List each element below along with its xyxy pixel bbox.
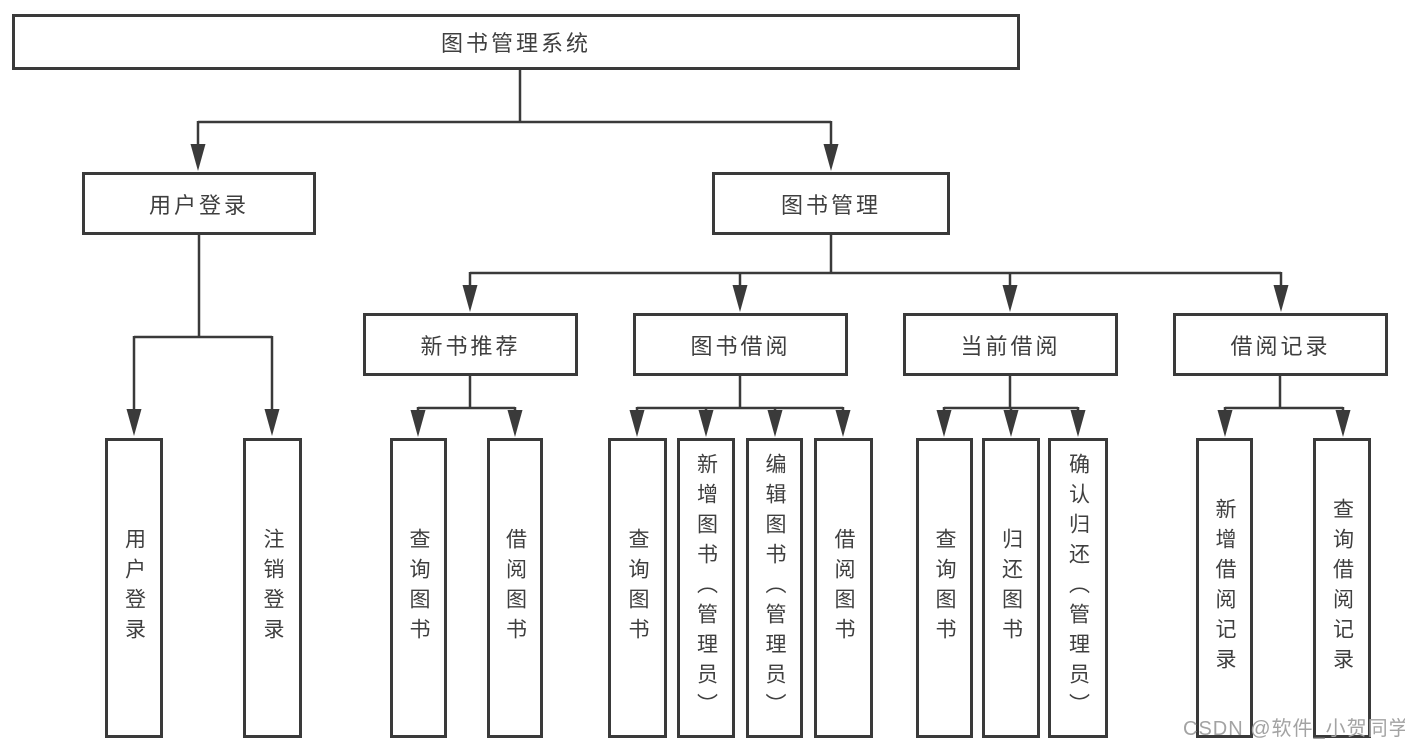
arrowhead-icon — [1335, 410, 1351, 437]
node-new-book-recommend: 新书推荐 — [363, 313, 578, 376]
arrowhead-icon — [126, 409, 142, 436]
arrowhead-icon — [1002, 285, 1018, 312]
node-label: 查询图书 — [407, 528, 430, 648]
node-label: 用户登录 — [148, 192, 249, 218]
node-label: 新书推荐 — [420, 333, 521, 359]
node-label: 查询图书 — [933, 528, 956, 648]
node-borrow-records: 借阅记录 — [1173, 313, 1388, 376]
node-label: 编辑图书（管理员） — [763, 453, 786, 723]
node-label: 当前借阅 — [960, 333, 1061, 359]
node-query-books-recommend: 查询图书 — [390, 438, 447, 738]
node-book-borrowing: 图书借阅 — [633, 313, 848, 376]
node-current-borrowing: 当前借阅 — [903, 313, 1118, 376]
node-label: 确认归还（管理员） — [1066, 453, 1090, 723]
arrowhead-icon — [190, 144, 206, 171]
node-label: 注销登录 — [261, 528, 284, 648]
node-label: 用户登录 — [122, 528, 146, 648]
node-borrow-books-recommend: 借阅图书 — [487, 438, 543, 738]
arrowhead-icon — [1273, 285, 1289, 312]
arrowhead-icon — [936, 410, 952, 437]
node-logout-leaf: 注销登录 — [243, 438, 302, 738]
arrowhead-icon — [767, 410, 783, 437]
node-label: 借阅记录 — [1230, 333, 1331, 359]
connector-path — [132, 70, 1345, 412]
node-edit-book-admin: 编辑图书（管理员） — [746, 438, 803, 738]
node-label: 新增图书（管理员） — [694, 453, 718, 723]
arrowhead-icon — [264, 409, 280, 436]
node-label: 新增借阅记录 — [1213, 498, 1236, 678]
node-label: 查询借阅记录 — [1330, 498, 1354, 678]
arrowhead-icon — [462, 285, 478, 312]
arrowhead-icon — [732, 285, 748, 312]
arrowhead-icon — [698, 410, 714, 437]
arrowhead-icon — [507, 410, 523, 437]
node-user-login: 用户登录 — [82, 172, 316, 235]
node-query-borrow-record: 查询借阅记录 — [1313, 438, 1371, 738]
node-label: 图书管理 — [780, 192, 881, 218]
node-query-books-current: 查询图书 — [916, 438, 973, 738]
node-label: 图书借阅 — [690, 333, 791, 359]
arrowheads — [126, 144, 1351, 437]
node-label: 图书管理系统 — [440, 31, 591, 56]
arrowhead-icon — [410, 410, 426, 437]
node-user-login-leaf: 用户登录 — [105, 438, 163, 738]
arrowhead-icon — [835, 410, 851, 437]
node-add-borrow-record: 新增借阅记录 — [1196, 438, 1253, 738]
watermark: CSDN @软件_小贺同学 — [1183, 718, 1405, 740]
arrowhead-icon — [823, 144, 839, 171]
node-query-books-borrowing: 查询图书 — [608, 438, 667, 738]
node-label: 归还图书 — [999, 528, 1023, 648]
node-book-management: 图书管理 — [712, 172, 950, 235]
node-label: 借阅图书 — [503, 528, 527, 648]
arrowhead-icon — [1003, 410, 1019, 437]
node-return-books: 归还图书 — [982, 438, 1040, 738]
node-system-root: 图书管理系统 — [12, 14, 1020, 70]
node-label: 查询图书 — [626, 528, 649, 648]
node-label: 借阅图书 — [832, 528, 855, 648]
arrowhead-icon — [1070, 410, 1086, 437]
arrowhead-icon — [1217, 410, 1233, 437]
node-add-book-admin: 新增图书（管理员） — [677, 438, 735, 738]
arrowhead-icon — [629, 410, 645, 437]
node-confirm-return-admin: 确认归还（管理员） — [1048, 438, 1108, 738]
node-borrow-books-borrowing: 借阅图书 — [814, 438, 873, 738]
